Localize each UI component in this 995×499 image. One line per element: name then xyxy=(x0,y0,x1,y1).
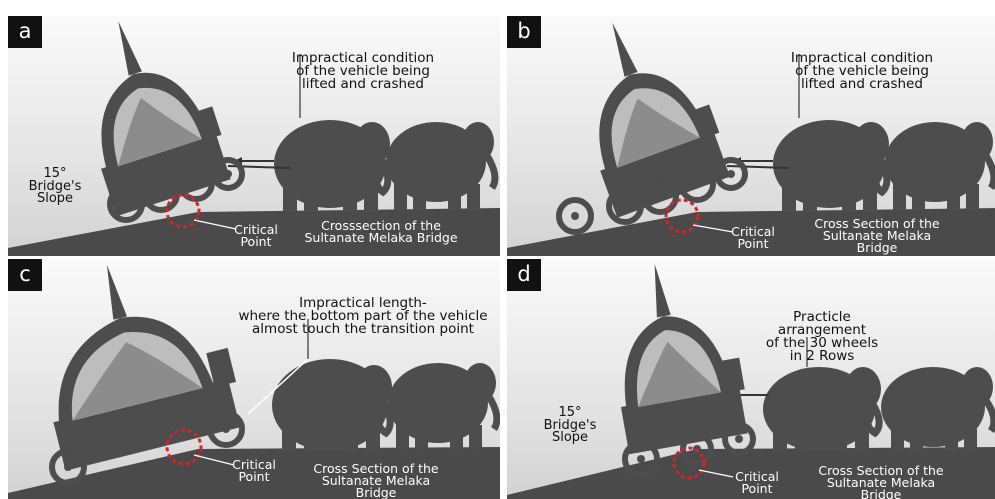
label-line: almost touch the transition point xyxy=(238,323,488,336)
elephant-front xyxy=(272,359,392,451)
bridge-cross-section-label: Cross Section of the Sultanate Melaka Br… xyxy=(306,463,446,499)
label-line: in 2 Rows xyxy=(747,350,897,363)
impractical-length-label: Impractical length- where the bottom par… xyxy=(238,297,488,336)
elephant-back xyxy=(885,122,994,210)
label-line: lifted and crashed xyxy=(278,78,448,91)
panel-c: c Impractical length- where the bottom p… xyxy=(8,259,500,499)
panel-letter: a xyxy=(8,16,42,48)
bridge-slope-label: 15° Bridge's Slope xyxy=(22,168,88,206)
label-line: Point xyxy=(226,236,286,248)
panel-letter: b xyxy=(507,16,541,48)
impractical-condition-label: Impractical condition of the vehicle bei… xyxy=(777,52,947,91)
elephant-front xyxy=(773,120,889,212)
panel-letter: c xyxy=(8,259,42,291)
bridge-cross-section-label: Cross Section of the Sultanate Melaka Br… xyxy=(811,465,951,499)
critical-point-label: Critical Point xyxy=(723,226,783,250)
critical-point-label: Critical Point xyxy=(224,459,284,483)
critical-point-label: Critical Point xyxy=(729,471,785,495)
critical-point-label: Critical Point xyxy=(226,224,286,248)
practical-arrangement-label: Practicle arrangement of the 30 wheels i… xyxy=(747,311,897,363)
panel-letter: d xyxy=(507,259,541,291)
label-line: Sultanate Melaka Bridge xyxy=(300,232,462,244)
label-line: Slope xyxy=(537,432,603,445)
label-line: Bridge xyxy=(807,242,947,254)
label-line: Bridge xyxy=(306,487,446,499)
elephant-front xyxy=(274,120,390,212)
elephant-back xyxy=(386,122,495,210)
label-line: Point xyxy=(729,483,785,495)
panel-b: b Impractical condition of the vehicle b… xyxy=(507,16,995,256)
panel-d: d Practicle arrangement of the 30 wheels… xyxy=(507,259,995,499)
elephant-back xyxy=(881,367,994,451)
label-line: lifted and crashed xyxy=(777,78,947,91)
label-line: Practicle arrangement xyxy=(747,311,897,337)
bridge-slope-label: 15° Bridge's Slope xyxy=(537,407,603,445)
elephant-back xyxy=(388,363,497,449)
bridge-cross-section-label: Cross Section of the Sultanate Melaka Br… xyxy=(807,218,947,254)
label-line: Bridge xyxy=(811,489,951,499)
elephant-front xyxy=(763,367,881,451)
bridge-cross-section-label: Crosssection of the Sultanate Melaka Bri… xyxy=(300,220,462,244)
label-line: Point xyxy=(224,471,284,483)
panel-a: a Impractical condition of the vehicle b… xyxy=(8,16,500,256)
label-line: Point xyxy=(723,238,783,250)
carriage xyxy=(598,259,753,454)
label-line: Slope xyxy=(22,193,88,206)
impractical-condition-label: Impractical condition of the vehicle bei… xyxy=(278,52,448,91)
